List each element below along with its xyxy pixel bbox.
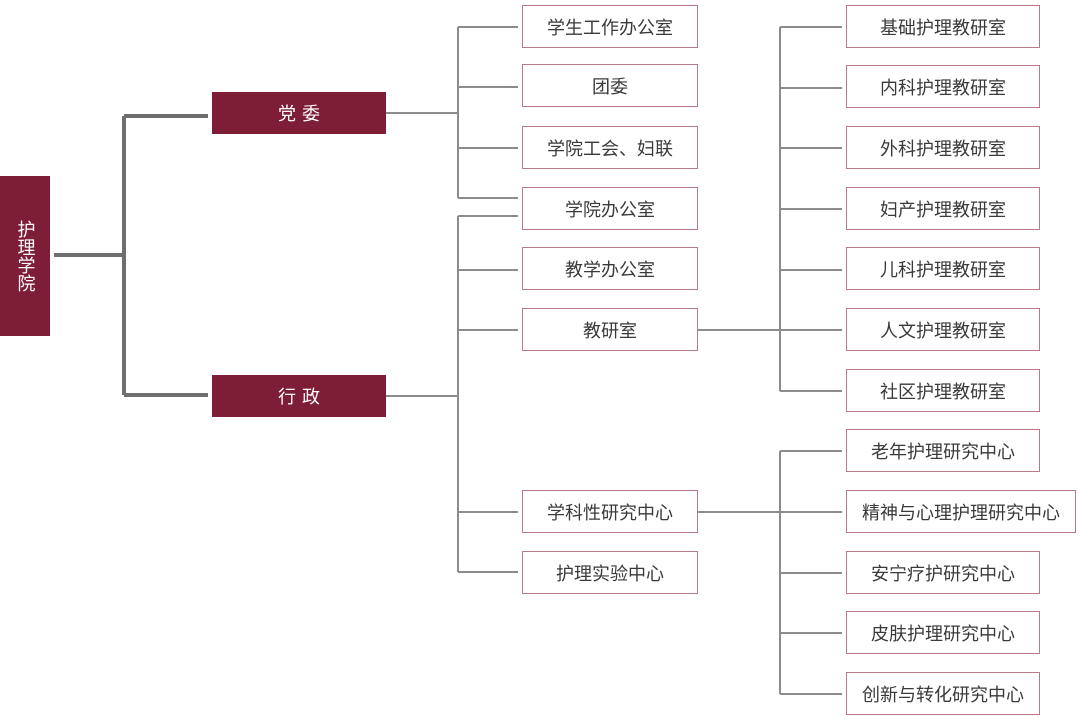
node-student-affairs-office: 学生工作办公室 xyxy=(522,5,698,48)
node-teaching-section-obstetric: 妇产护理教研室 xyxy=(846,187,1040,230)
research-connectors xyxy=(698,450,842,695)
node-nursing-lab-center: 护理实验中心 xyxy=(522,551,698,594)
node-teaching-section-internal: 内科护理教研室 xyxy=(846,65,1040,108)
node-teaching-section-surgical: 外科护理教研室 xyxy=(846,126,1040,169)
node-center-hospice: 安宁疗护研究中心 xyxy=(846,551,1040,594)
node-teaching-office: 教学办公室 xyxy=(522,247,698,290)
admin-connectors xyxy=(386,215,518,573)
node-discipline-research-center: 学科性研究中心 xyxy=(522,490,698,533)
root-node-nursing-school: 护理学院 xyxy=(0,176,50,336)
node-administration: 行政 xyxy=(212,375,386,417)
node-college-office: 学院办公室 xyxy=(522,187,698,230)
teaching-connectors xyxy=(698,26,842,392)
node-party-committee: 党委 xyxy=(212,92,386,134)
node-center-skin-care: 皮肤护理研究中心 xyxy=(846,611,1040,654)
node-center-innovation: 创新与转化研究中心 xyxy=(846,672,1040,715)
node-youth-league: 团委 xyxy=(522,64,698,107)
root-connectors xyxy=(54,114,208,397)
node-center-mental-health: 精神与心理护理研究中心 xyxy=(846,490,1076,533)
node-teaching-section-pediatric: 儿科护理教研室 xyxy=(846,247,1040,290)
node-center-geriatric: 老年护理研究中心 xyxy=(846,429,1040,472)
party-connectors xyxy=(386,26,518,199)
node-teaching-section-basic: 基础护理教研室 xyxy=(846,5,1040,48)
node-teaching-section-humanities: 人文护理教研室 xyxy=(846,308,1040,351)
node-union-womens-federation: 学院工会、妇联 xyxy=(522,126,698,169)
node-teaching-section-community: 社区护理教研室 xyxy=(846,369,1040,412)
node-teaching-research-section: 教研室 xyxy=(522,308,698,351)
